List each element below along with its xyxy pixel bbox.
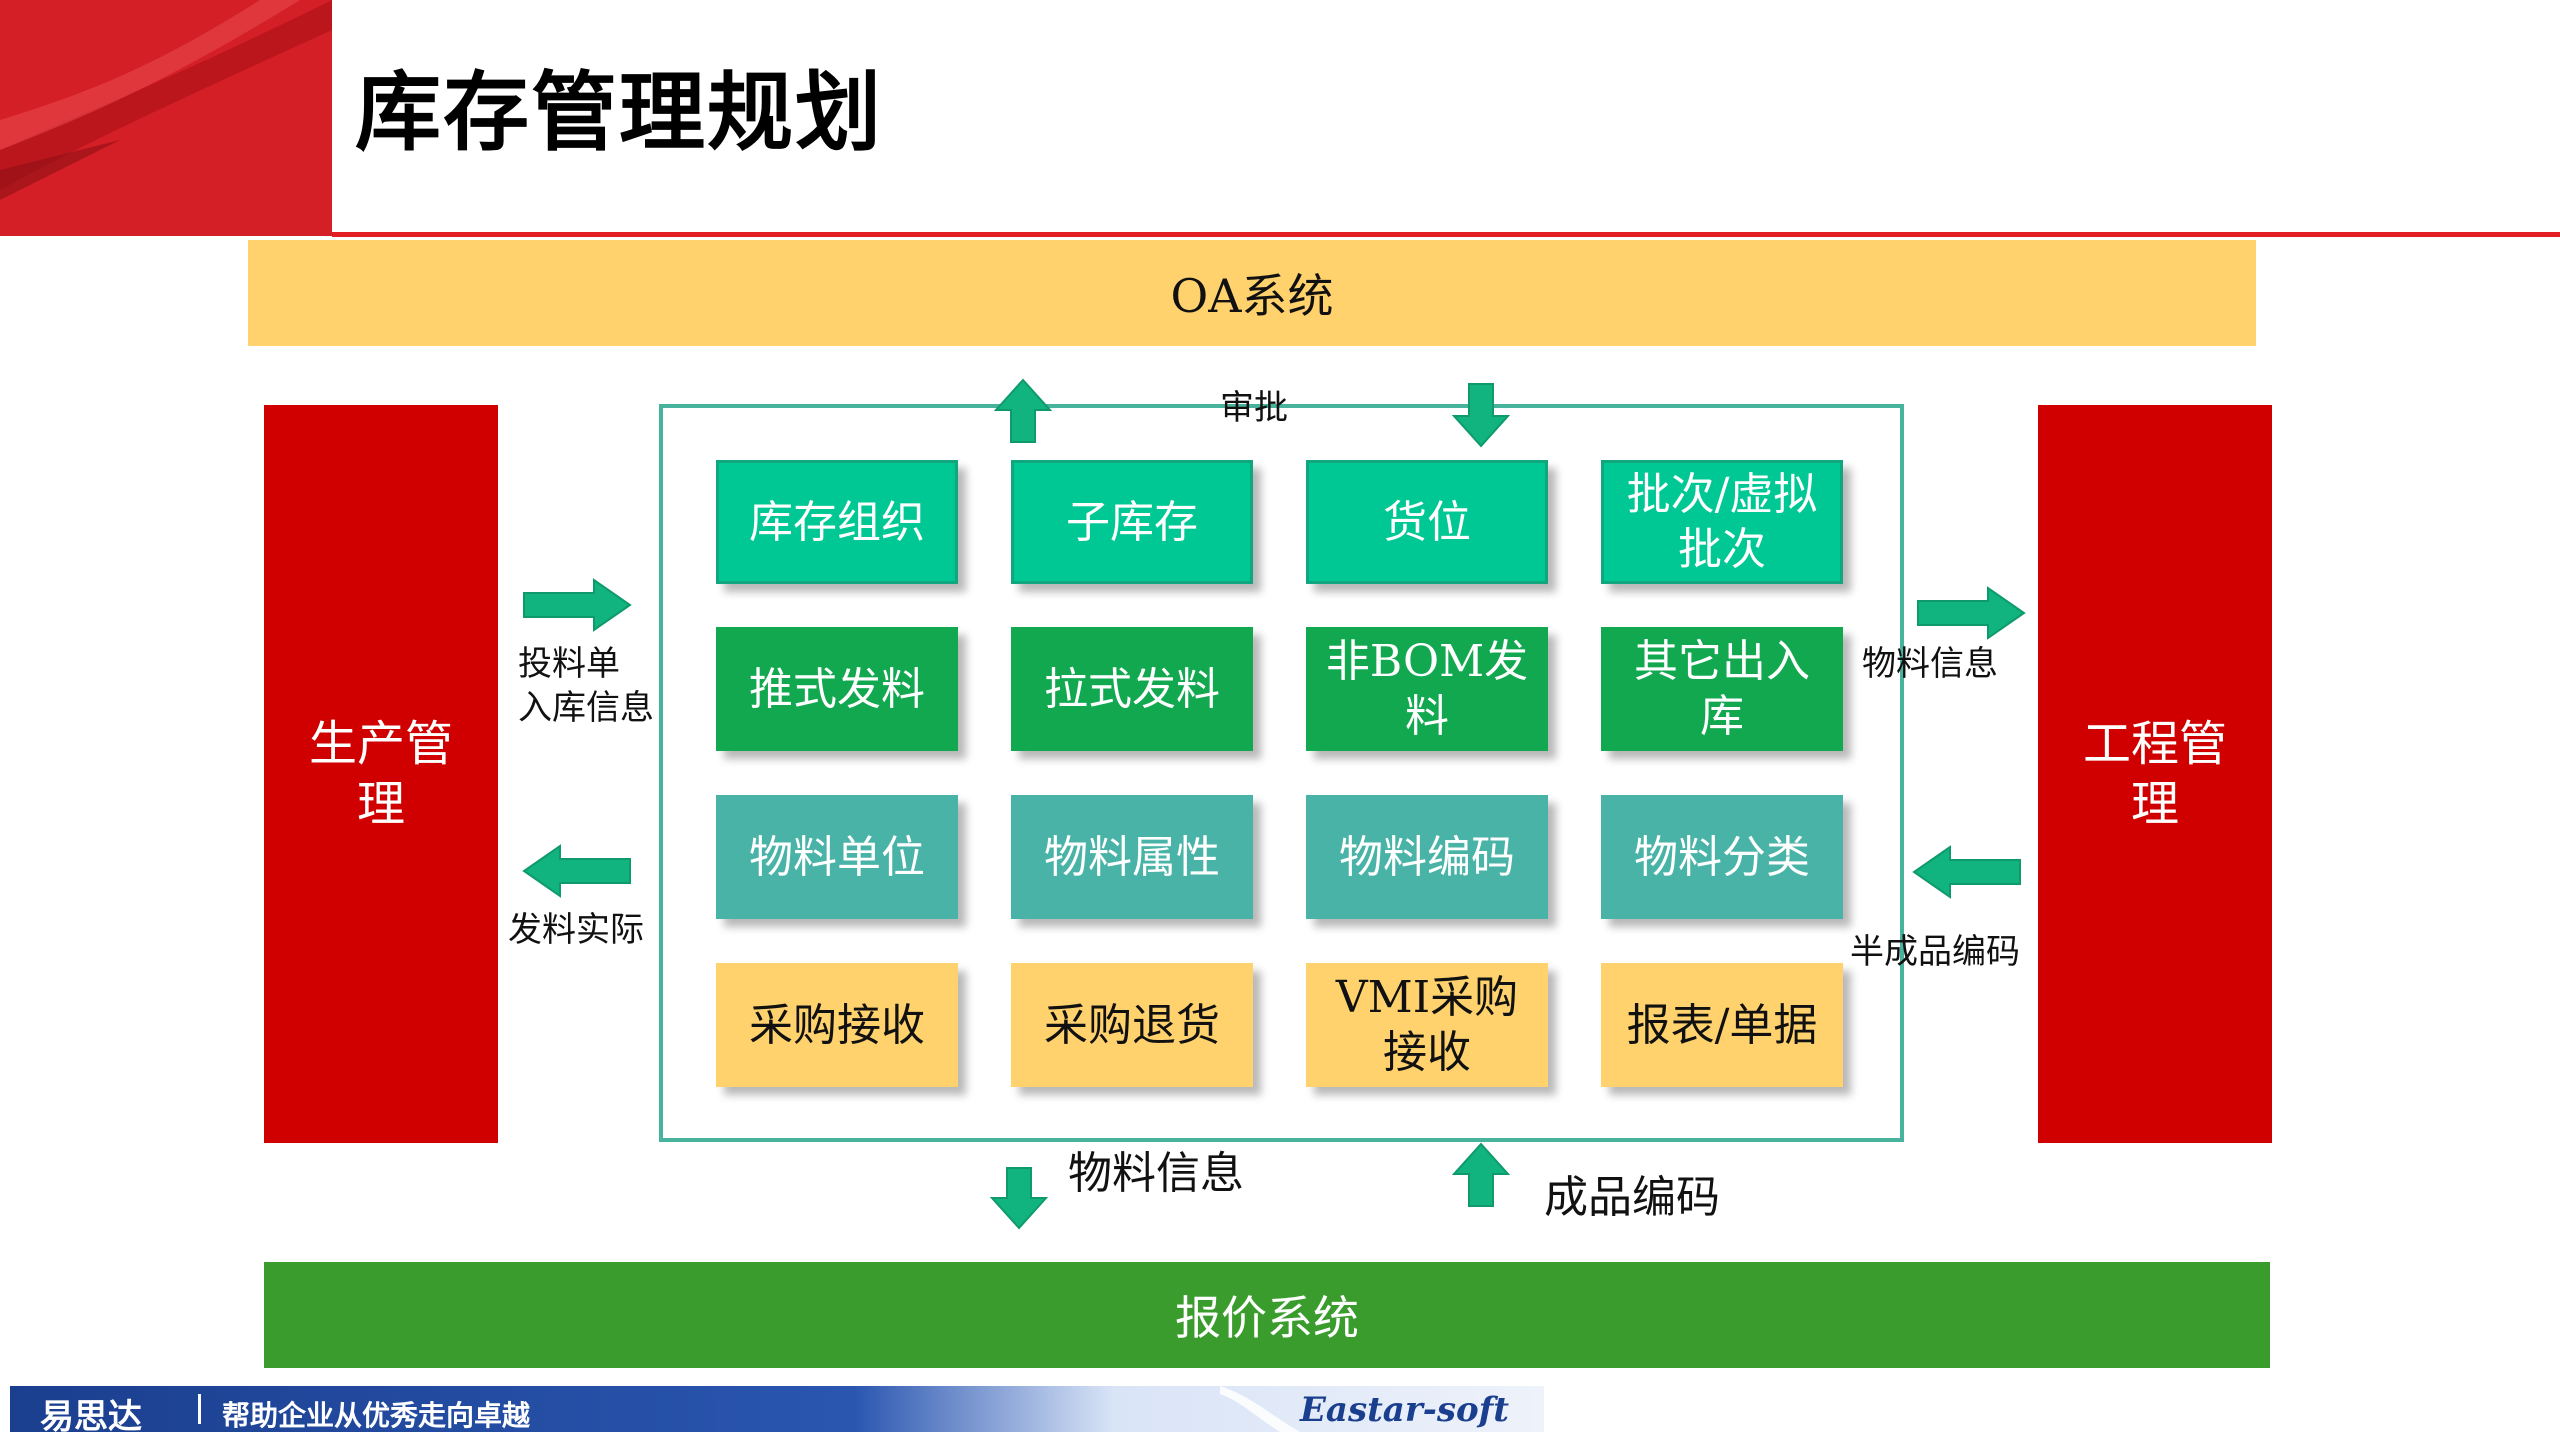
production-input-label-2: 入库信息 (518, 688, 654, 728)
arrow-right-icon (523, 578, 632, 632)
module-push-issue: 推式发料 (716, 627, 958, 751)
module-vmi-receipt: VMI采购接收 (1306, 963, 1548, 1087)
approval-label: 审批 (1220, 388, 1288, 428)
module-batch: 批次/虚拟批次 (1601, 460, 1843, 584)
arrow-up-icon (994, 378, 1052, 443)
arrow-up-icon (1452, 1142, 1510, 1207)
footer-swoosh-icon (1220, 1386, 1300, 1432)
module-pull-issue: 拉式发料 (1011, 627, 1253, 751)
arrow-down-icon (990, 1167, 1048, 1230)
arrow-left-icon (1912, 845, 2021, 899)
footer-band (10, 1386, 1544, 1432)
page-title: 库存管理规划 (355, 63, 883, 163)
arrow-left-icon (522, 844, 631, 898)
engineering-output-label: 物料信息 (1862, 644, 1998, 684)
production-input-label-1: 投料单 (518, 644, 620, 684)
module-non-bom-issue: 非BOM发料 (1306, 627, 1548, 751)
arrow-down-icon (1452, 383, 1510, 448)
module-purchase-return: 采购退货 (1011, 963, 1253, 1087)
module-inventory-org: 库存组织 (716, 460, 958, 584)
oa-system-bar: OA系统 (248, 240, 2256, 346)
header-divider (332, 232, 2560, 237)
engineering-input-label: 半成品编码 (1850, 932, 2020, 972)
quote-system-bar: 报价系统 (264, 1262, 2270, 1368)
module-other-in-out: 其它出入库 (1601, 627, 1843, 751)
production-management-bar: 生产管理 (264, 405, 498, 1143)
module-locator: 货位 (1306, 460, 1548, 584)
footer-slogan: 帮助企业从优秀走向卓越 (222, 1399, 531, 1432)
module-subinventory: 子库存 (1011, 460, 1253, 584)
quote-output-label: 物料信息 (1068, 1148, 1244, 1199)
arrow-right-icon (1917, 586, 2026, 640)
footer-brand: 易思达 (40, 1397, 142, 1437)
module-material-category: 物料分类 (1601, 795, 1843, 919)
footer-separator (198, 1394, 201, 1424)
module-reports: 报表/单据 (1601, 963, 1843, 1087)
quote-input-label: 成品编码 (1544, 1172, 1720, 1223)
module-material-code: 物料编码 (1306, 795, 1548, 919)
module-purchase-receipt: 采购接收 (716, 963, 958, 1087)
engineering-management-bar: 工程管理 (2038, 405, 2272, 1143)
footer-logo: Eastar-soft (1300, 1390, 1509, 1430)
header-corner-decoration (0, 0, 332, 236)
production-output-label: 发料实际 (508, 910, 644, 950)
module-material-unit: 物料单位 (716, 795, 958, 919)
module-material-attribute: 物料属性 (1011, 795, 1253, 919)
